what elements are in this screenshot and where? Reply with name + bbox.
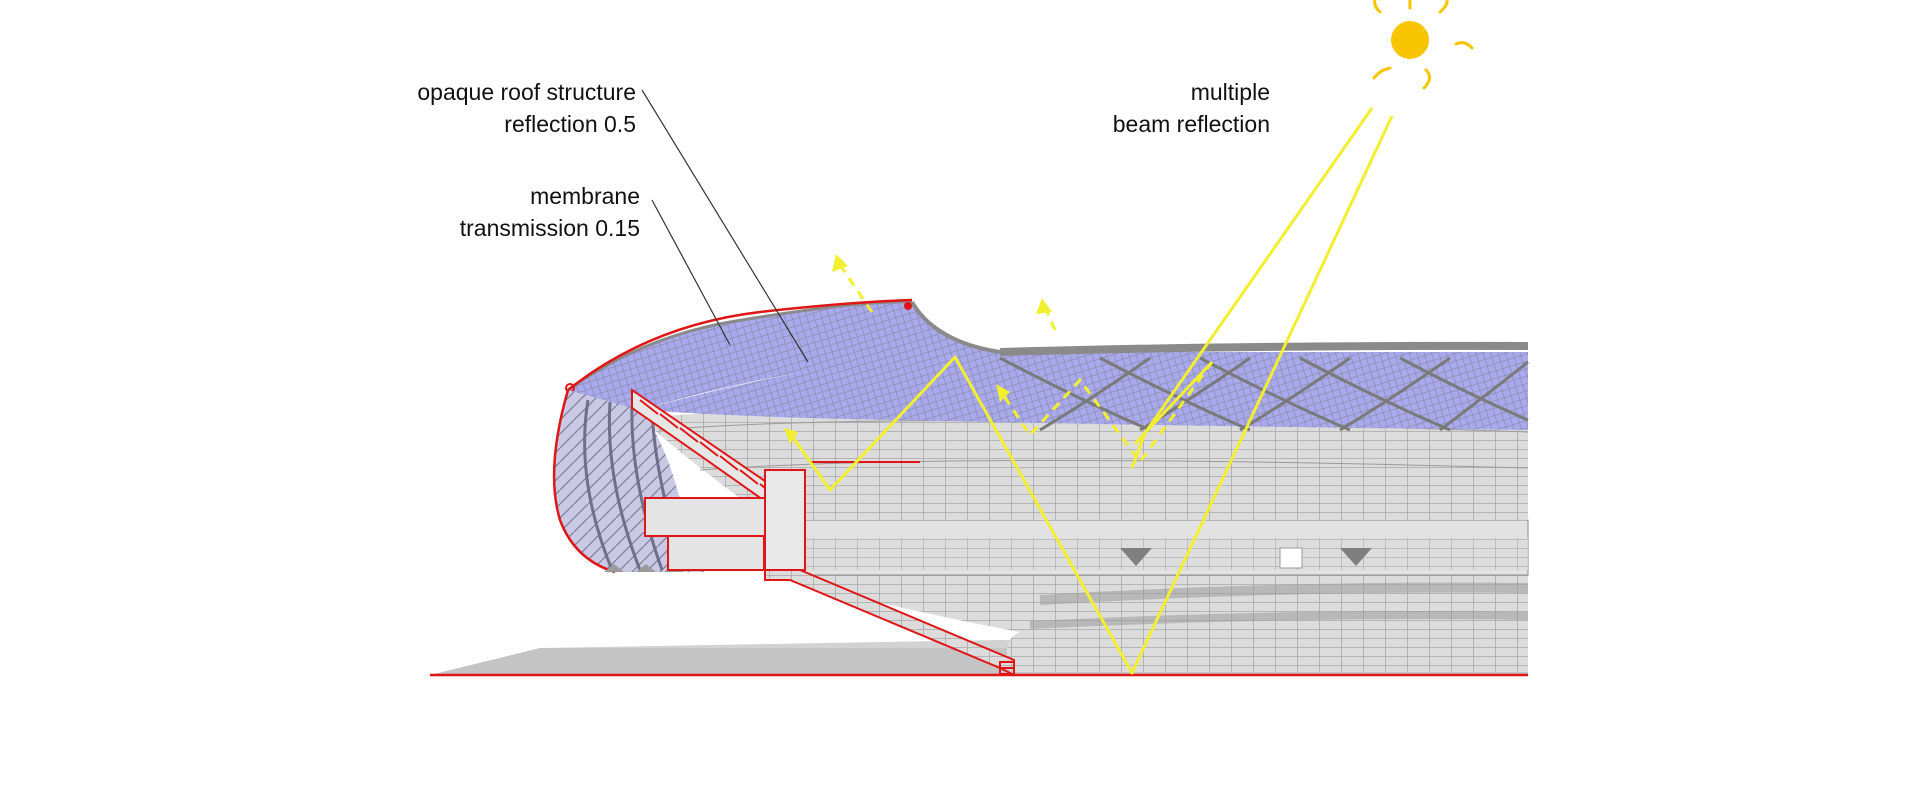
reflected-ray-dashed-1: [998, 361, 1214, 465]
membrane-annotation-line2: transmission 0.15: [459, 215, 640, 241]
leader-lines: [641, 89, 809, 363]
roof-membrane: [640, 341, 1529, 432]
membrane-leader-line: [651, 199, 731, 346]
section-cut-grandstand: [631, 388, 1015, 676]
reflected-ray-dashed-2: [836, 261, 874, 313]
membrane-annotation: membrane transmission 0.15: [460, 180, 640, 244]
near-roof-shell: [565, 298, 1001, 410]
incoming-ray-2: [788, 115, 1394, 675]
beam-annotation-line1: multiple: [1190, 79, 1270, 105]
roof-annotation-line1: opaque roof structure: [417, 79, 636, 105]
beam-annotation-line2: beam reflection: [1112, 111, 1270, 137]
reflected-ray-arrows: [832, 254, 1052, 402]
roof-leader-line: [641, 89, 809, 363]
membrane-annotation-line1: membrane: [530, 183, 640, 209]
roof-annotation: opaque roof structure reflection 0.5: [417, 76, 636, 140]
beam-annotation: multiple beam reflection: [1113, 76, 1270, 140]
roof-annotation-line2: reflection 0.5: [504, 111, 636, 137]
sun-icon: [1372, 0, 1474, 90]
